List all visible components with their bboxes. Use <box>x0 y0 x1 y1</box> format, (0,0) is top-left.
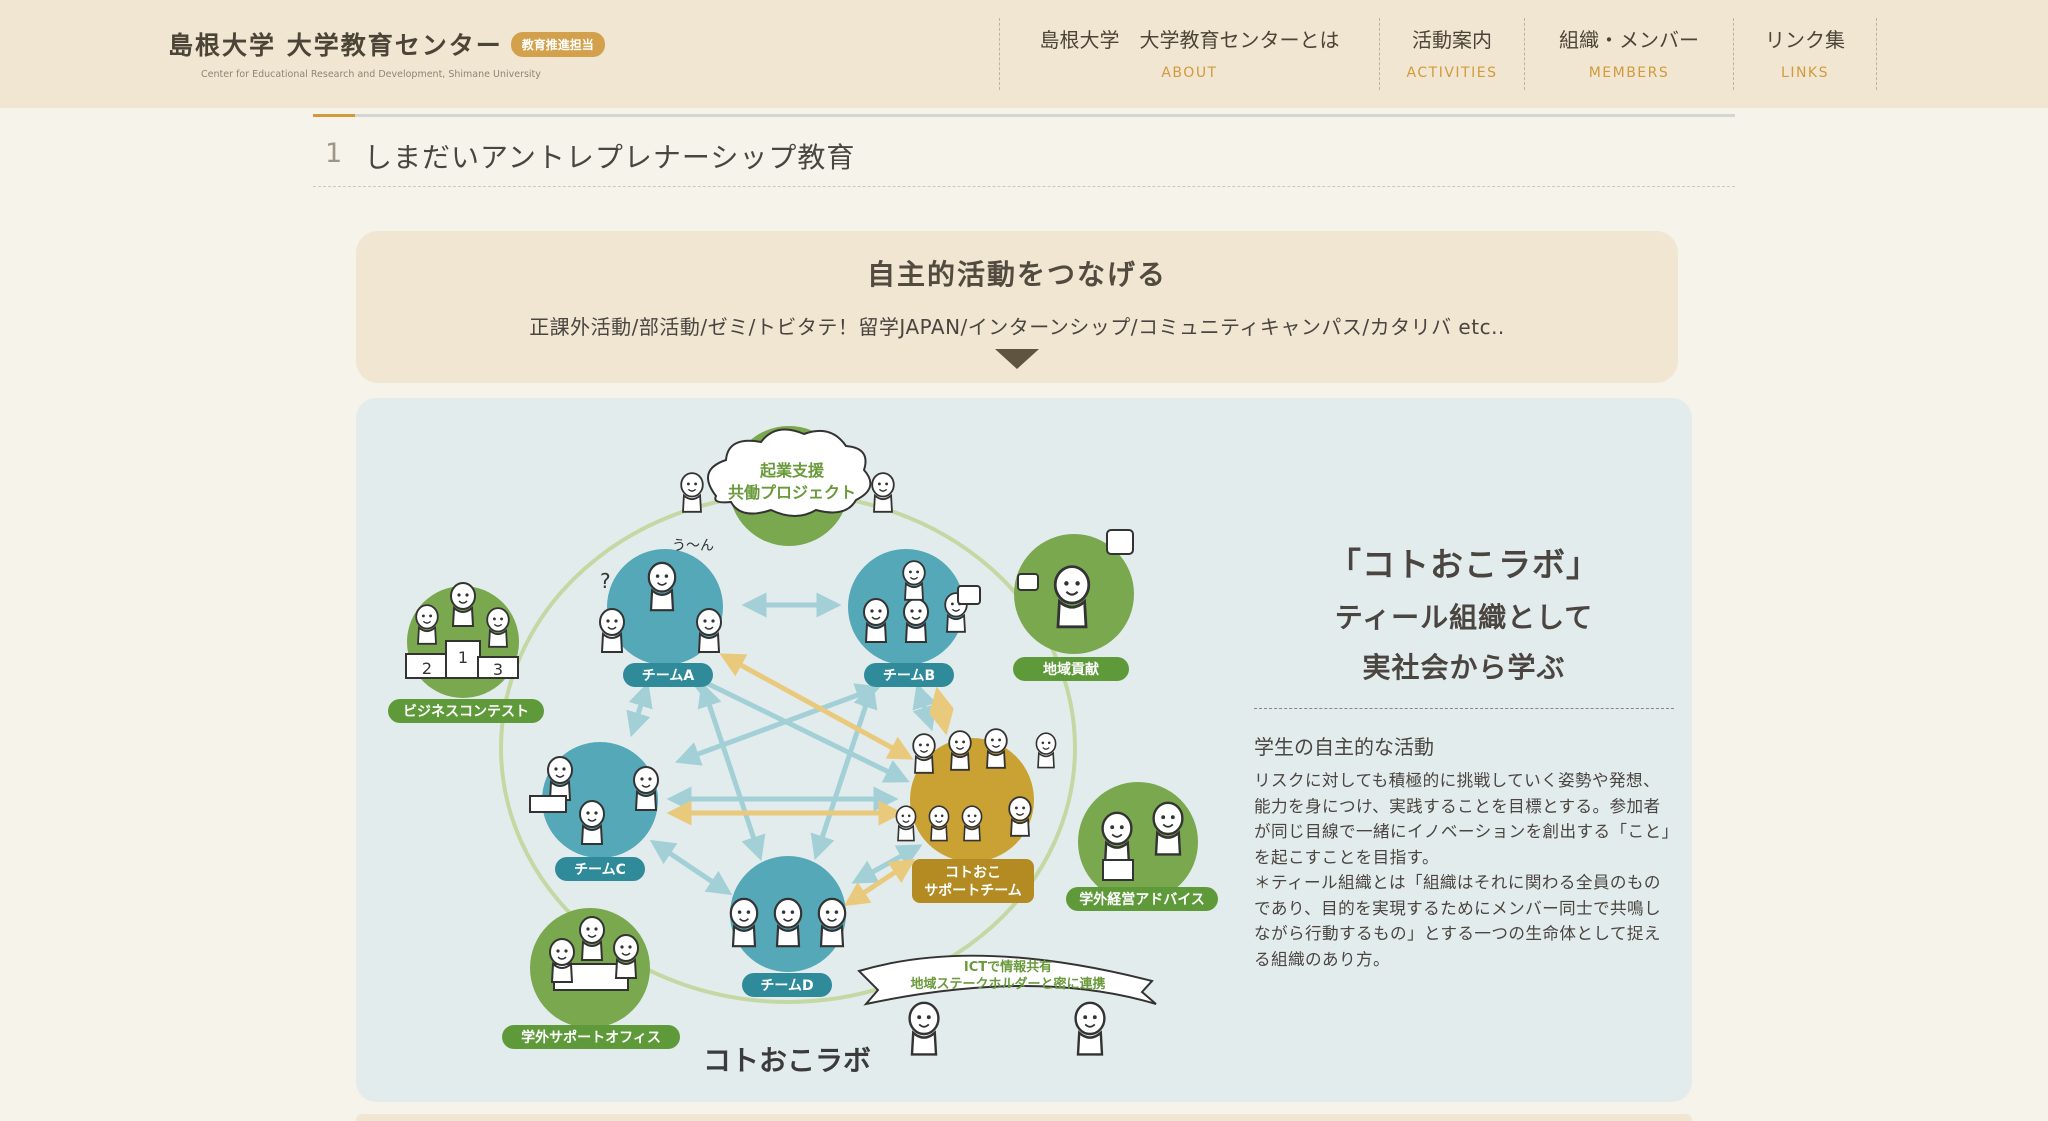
label-team-a: チームA <box>642 668 695 684</box>
node-business-contest: 2 1 3 ビジネスコンテスト <box>388 582 544 723</box>
thinking-text: う〜ん <box>672 538 714 554</box>
support-connections <box>666 653 954 907</box>
kotooko-lab-panel: 起業支援 共働プロジェクト 2 1 3 ビジネスコンテスト <box>356 398 1692 1102</box>
connect-activities-banner: 自主的活動をつなげる 正課外活動/部活動/ゼミ/トビタテ！留学JAPAN/インタ… <box>356 231 1678 383</box>
logo-subtitle: Center for Educational Research and Deve… <box>201 69 541 80</box>
next-section-edge <box>356 1114 1692 1121</box>
ict-line-1: ICTで情報共有 <box>964 959 1052 975</box>
label-team-b: チームB <box>883 668 935 684</box>
logo-title-row: 島根大学 大学教育センター 教育推進担当 <box>168 26 605 62</box>
label-external-advice: 学外経営アドバイス <box>1079 891 1205 908</box>
nav-label-ja: リンク集 <box>1765 28 1845 52</box>
site-logo[interactable]: 島根大学 大学教育センター 教育推進担当 Center for Educatio… <box>168 26 605 80</box>
global-nav: 島根大学 大学教育センターとは ABOUT 活動案内 ACTIVITIES 組織… <box>999 18 1877 90</box>
logo-title: 島根大学 大学教育センター <box>168 31 503 60</box>
description-heading-line-3: 実社会から学ぶ <box>1362 651 1566 684</box>
node-team-d: チームD <box>729 856 847 997</box>
podium-2: 2 <box>422 659 432 678</box>
node-support-team: コトおこ サポートチーム <box>895 728 1057 903</box>
label-team-d: チームD <box>760 978 813 994</box>
description-heading-line-2: ティール組織として <box>1334 601 1594 634</box>
down-arrow-icon <box>995 349 1039 369</box>
node-team-a: ? う〜ん チームA <box>599 538 723 687</box>
kotooko-lab-wordmark: コトおこラボ <box>703 1044 871 1077</box>
nav-item-activities[interactable]: 活動案内 ACTIVITIES <box>1380 18 1525 90</box>
nav-item-members[interactable]: 組織・メンバー MEMBERS <box>1525 18 1734 90</box>
cloud-label-2: 共働プロジェクト <box>728 483 856 502</box>
label-support-2: サポートチーム <box>924 882 1022 899</box>
site-header: 島根大学 大学教育センター 教育推進担当 Center for Educatio… <box>0 0 2048 108</box>
node-regional-contribution: 地域貢献 <box>1013 529 1134 681</box>
banner-subtitle: 正課外活動/部活動/ゼミ/トビタテ！留学JAPAN/インターンシップ/コミュニテ… <box>529 315 1505 339</box>
nav-label-ja: 組織・メンバー <box>1559 28 1699 52</box>
description-paragraph-1: リスクに対しても積極的に挑戦していく姿勢や発想、能力を身につけ、実践することを目… <box>1254 771 1671 867</box>
podium-1: 1 <box>458 648 468 667</box>
label-support-1: コトおこ <box>945 865 1001 881</box>
node-external-support-office: 学外サポートオフィス <box>502 908 680 1049</box>
label-regional-contribution: 地域貢献 <box>1043 661 1099 678</box>
description-subheading: 学生の自主的な活動 <box>1254 735 1434 759</box>
section-bottom-rule <box>313 186 1735 187</box>
label-team-c: チームC <box>574 862 626 878</box>
ict-banner: ICTで情報共有 地域ステークホルダーと密に連携 <box>857 954 1157 1056</box>
node-team-c: チームC <box>529 742 659 881</box>
description-divider <box>1254 708 1674 709</box>
ict-line-2: 地域ステークホルダーと密に連携 <box>910 976 1105 992</box>
description-heading: 「コトおこラボ」 ティール組織として 実社会から学ぶ <box>1254 538 1674 686</box>
node-external-advice: 学外経営アドバイス <box>1066 782 1218 911</box>
kotooko-lab-description: 「コトおこラボ」 ティール組織として 実社会から学ぶ 学生の自主的な活動 リスク… <box>1254 538 1674 972</box>
nav-label-ja: 島根大学 大学教育センターとは <box>1039 28 1340 52</box>
banner-title: 自主的活動をつなげる <box>866 258 1167 291</box>
logo-badge: 教育推進担当 <box>510 31 605 57</box>
node-team-b: チームB <box>848 549 981 687</box>
nav-label-en: MEMBERS <box>1588 65 1670 81</box>
nav-label-en: ABOUT <box>1161 65 1218 81</box>
kotooko-lab-diagram: 起業支援 共働プロジェクト 2 1 3 ビジネスコンテスト <box>388 426 1218 1077</box>
section-accent-rule <box>313 114 355 117</box>
cloud-label-1: 起業支援 <box>759 461 825 480</box>
label-external-support-office: 学外サポートオフィス <box>521 1029 661 1046</box>
section-top-rule <box>313 114 1735 117</box>
question-mark: ? <box>600 569 611 593</box>
section-number: 1 <box>325 138 343 169</box>
description-body: リスクに対しても積極的に挑戦していく姿勢や発想、能力を身につけ、実践することを目… <box>1254 768 1674 972</box>
podium-3: 3 <box>493 660 503 679</box>
label-business-contest: ビジネスコンテスト <box>403 704 529 720</box>
nav-item-about[interactable]: 島根大学 大学教育センターとは ABOUT <box>1000 18 1380 90</box>
nav-label-en: ACTIVITIES <box>1406 65 1498 81</box>
section-title: しまだいアントレプレナーシップ教育 <box>364 141 856 174</box>
description-paragraph-2: ＊ティール組織とは「組織はそれに関わる全員のものであり、目的を実現するためにメン… <box>1254 873 1662 969</box>
node-startup-support: 起業支援 共働プロジェクト <box>680 426 895 546</box>
nav-label-ja: 活動案内 <box>1412 28 1492 52</box>
description-heading-line-1: 「コトおこラボ」 <box>1328 545 1600 584</box>
nav-label-en: LINKS <box>1781 65 1829 81</box>
nav-item-links[interactable]: リンク集 LINKS <box>1734 18 1877 90</box>
